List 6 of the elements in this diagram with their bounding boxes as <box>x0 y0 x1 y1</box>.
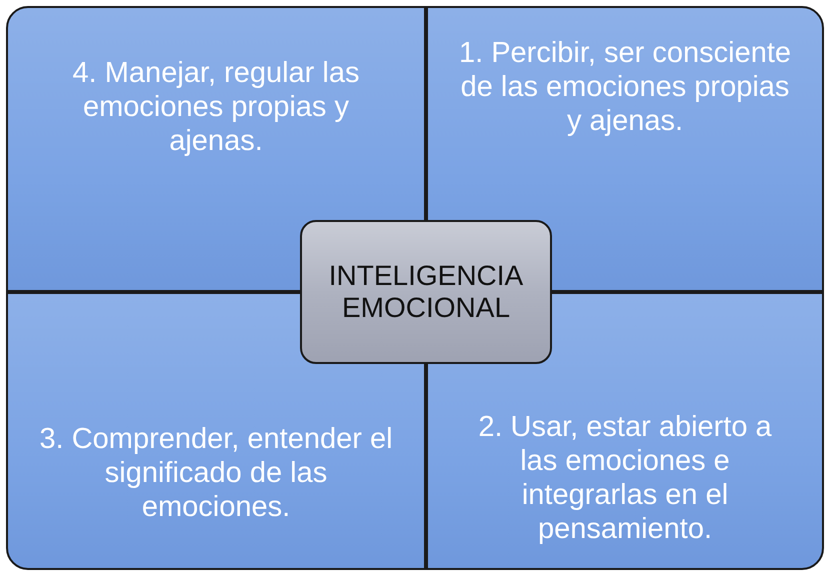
center-box <box>300 220 552 364</box>
node-text: INTELIGENCIA EMOCIONAL <box>328 260 524 323</box>
node-text: 3. Comprender, entender el significado de las emociones. <box>38 422 394 524</box>
node-text: 2. Usar, estar abierto a las emociones e integrarlas en el pensamiento. <box>477 410 773 546</box>
node-text: 1. Percibir, ser consciente de las emociones propias y ajenas. <box>458 36 792 138</box>
node-text: 4. Manejar, regular las emociones propias y ajenas. <box>72 56 360 158</box>
